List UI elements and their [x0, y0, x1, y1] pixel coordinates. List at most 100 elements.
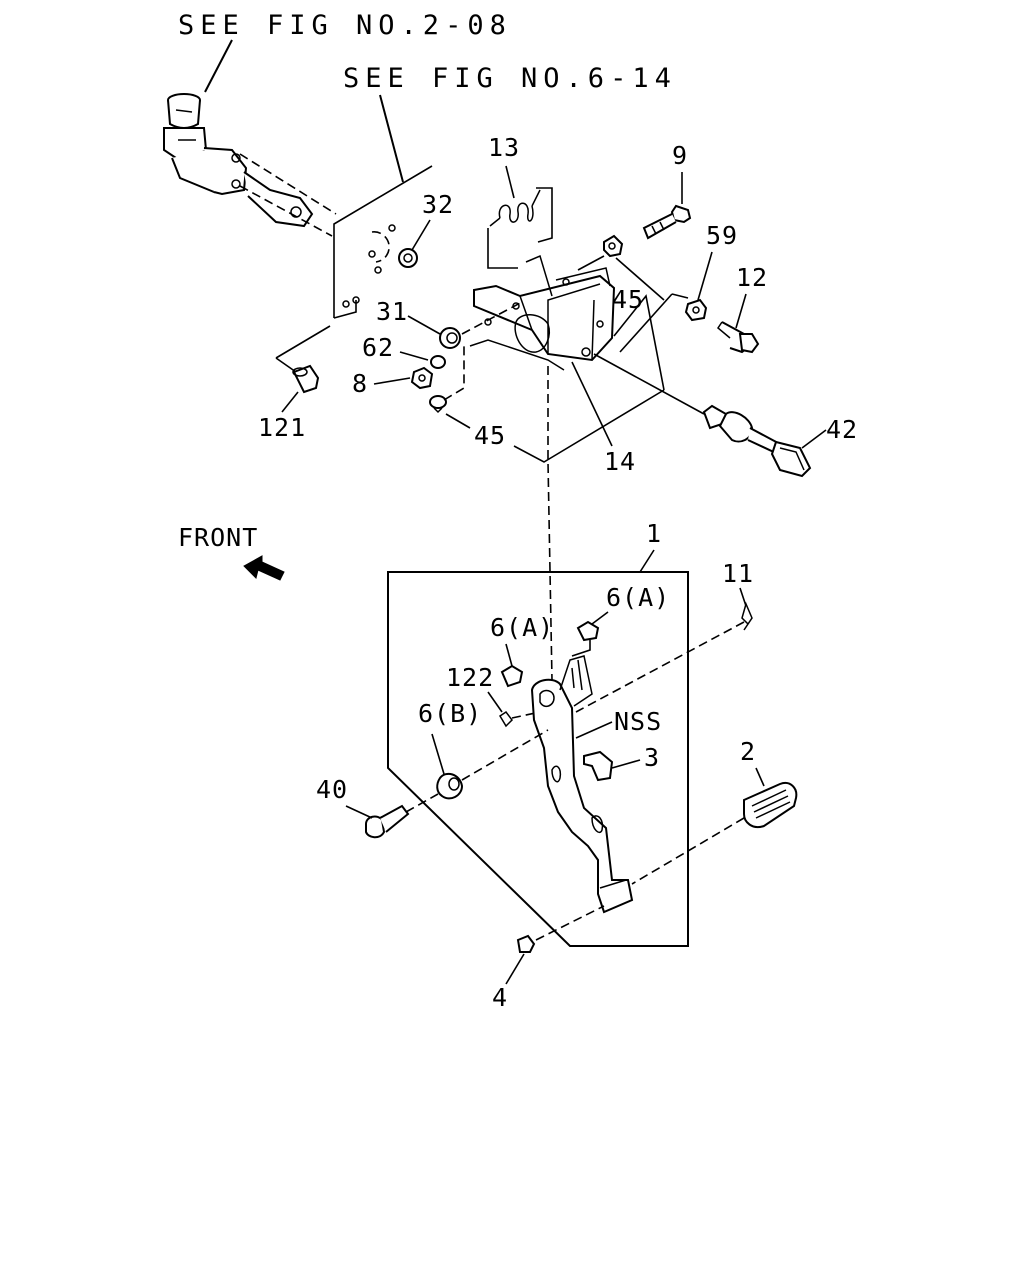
callout-122: 122 [446, 663, 494, 692]
part-45-lower-axis-line [443, 346, 465, 401]
callout-45-upper-leader-a [615, 257, 665, 301]
callout-32-leader [411, 219, 431, 251]
left-arrow-icon [243, 555, 285, 581]
callout-14-leader [571, 361, 613, 447]
part-14-pedal-bracket [469, 254, 616, 371]
callout-59-leader [697, 251, 713, 301]
bolt-axis-line [577, 255, 605, 271]
callout-45-upper-leader-b [619, 293, 673, 353]
part-6b-bushing [436, 772, 464, 800]
part-12-bolt [717, 321, 760, 354]
dash-panel-hole [352, 296, 360, 304]
callout-12: 12 [736, 263, 768, 292]
callout-9: 9 [672, 141, 688, 170]
master-cylinder-stud-line-lower [239, 185, 333, 237]
callout-1-leader [639, 549, 655, 573]
part-40-axis-line [405, 793, 439, 813]
callout-6b-leader [431, 733, 445, 775]
dash-panel-hole [374, 266, 382, 274]
callout-32: 32 [422, 190, 454, 219]
part-121-clip [292, 364, 320, 394]
part-11-stopper [741, 601, 753, 631]
dash-panel-hole [388, 224, 396, 232]
part-121-leader-bracket [275, 325, 331, 359]
dash-panel-hole-outline [371, 231, 390, 263]
callout-nss: NSS [614, 707, 662, 736]
part-1-group-box [387, 571, 689, 947]
callout-4-leader [505, 953, 525, 985]
callout-8: 8 [352, 369, 368, 398]
part-9-bolt [642, 204, 692, 240]
part-6a-bushing-upper [576, 620, 600, 642]
part-32-nut [398, 248, 418, 268]
dash-panel-hole [368, 250, 376, 258]
callout-45-upper: 45 [612, 285, 644, 314]
callout-2-leader [755, 767, 765, 787]
callout-45-lower: 45 [474, 421, 506, 450]
callout-12-leader [735, 293, 747, 329]
callout-nss-leader [575, 721, 613, 739]
dash-panel-outline [333, 165, 433, 318]
pivot-axis-line [461, 729, 549, 781]
reference-fig-6-14-leader [379, 94, 404, 183]
part-62-washer [430, 355, 446, 369]
callout-3-leader [611, 759, 641, 769]
callout-121: 121 [258, 413, 306, 442]
front-label: FRONT [178, 523, 258, 552]
callout-6a-upper: 6(A) [606, 583, 670, 612]
callout-11-leader [739, 587, 747, 607]
callout-6a-upper-leader [591, 611, 609, 625]
clutch-pedal-arm [530, 655, 634, 914]
callout-2: 2 [740, 737, 756, 766]
part-8-nut [410, 366, 434, 390]
part-42-axis-line [593, 353, 705, 415]
part-13-bracket-left [487, 228, 518, 269]
pivot-assembly-line [547, 366, 553, 681]
callout-45-upper-leader-c [671, 293, 689, 299]
callout-3: 3 [644, 743, 660, 772]
callout-13: 13 [488, 133, 520, 162]
reference-fig-2-08-leader [204, 39, 233, 93]
callout-14: 14 [604, 447, 636, 476]
dash-panel-edge [333, 300, 357, 319]
callout-1: 1 [646, 519, 662, 548]
part-13-spring [489, 189, 541, 227]
callout-59: 59 [706, 221, 738, 250]
part-3-clip [583, 750, 614, 782]
part-45-pin-lower [429, 395, 447, 414]
callout-8-leader [373, 377, 411, 385]
part-59-nut [684, 298, 708, 322]
callout-42: 42 [826, 415, 858, 444]
callout-45-lower-leader-b [513, 389, 665, 463]
part-121-bracket-end [275, 357, 297, 373]
part-13-bracket-right [536, 187, 553, 243]
master-cylinder-stud-line-upper [239, 153, 337, 215]
part-122-axis-line [511, 711, 541, 719]
callout-45-lower-leader-a [445, 413, 471, 429]
callout-122-leader [487, 691, 503, 713]
dash-panel-hole [342, 300, 350, 308]
callout-62: 62 [362, 333, 394, 362]
callout-13-leader [505, 165, 515, 199]
part-45-collar-upper [603, 234, 624, 258]
callout-40: 40 [316, 775, 348, 804]
callout-40-leader [345, 805, 373, 819]
callout-121-leader [281, 391, 299, 413]
part-6a-bushing-lower [500, 664, 524, 688]
part-11-axis-line [575, 621, 745, 713]
callout-6a-lower-leader [505, 643, 513, 667]
callout-6a-lower: 6(A) [490, 613, 554, 642]
part-2-axis-line [631, 817, 745, 885]
part-31-axis-line [461, 301, 523, 335]
callout-62-leader [399, 351, 429, 361]
callout-6a-upper-bracket [571, 640, 591, 657]
part-42-clutch-switch [702, 404, 812, 478]
part-2-pedal-pad [743, 782, 798, 828]
callout-4: 4 [492, 983, 508, 1012]
callout-11: 11 [722, 559, 754, 588]
master-cylinder [163, 93, 314, 228]
reference-fig-2-08: SEE FIG NO.2-08 [178, 10, 512, 41]
callout-45-group-bracket [613, 294, 665, 391]
reference-fig-6-14: SEE FIG NO.6-14 [343, 63, 677, 94]
